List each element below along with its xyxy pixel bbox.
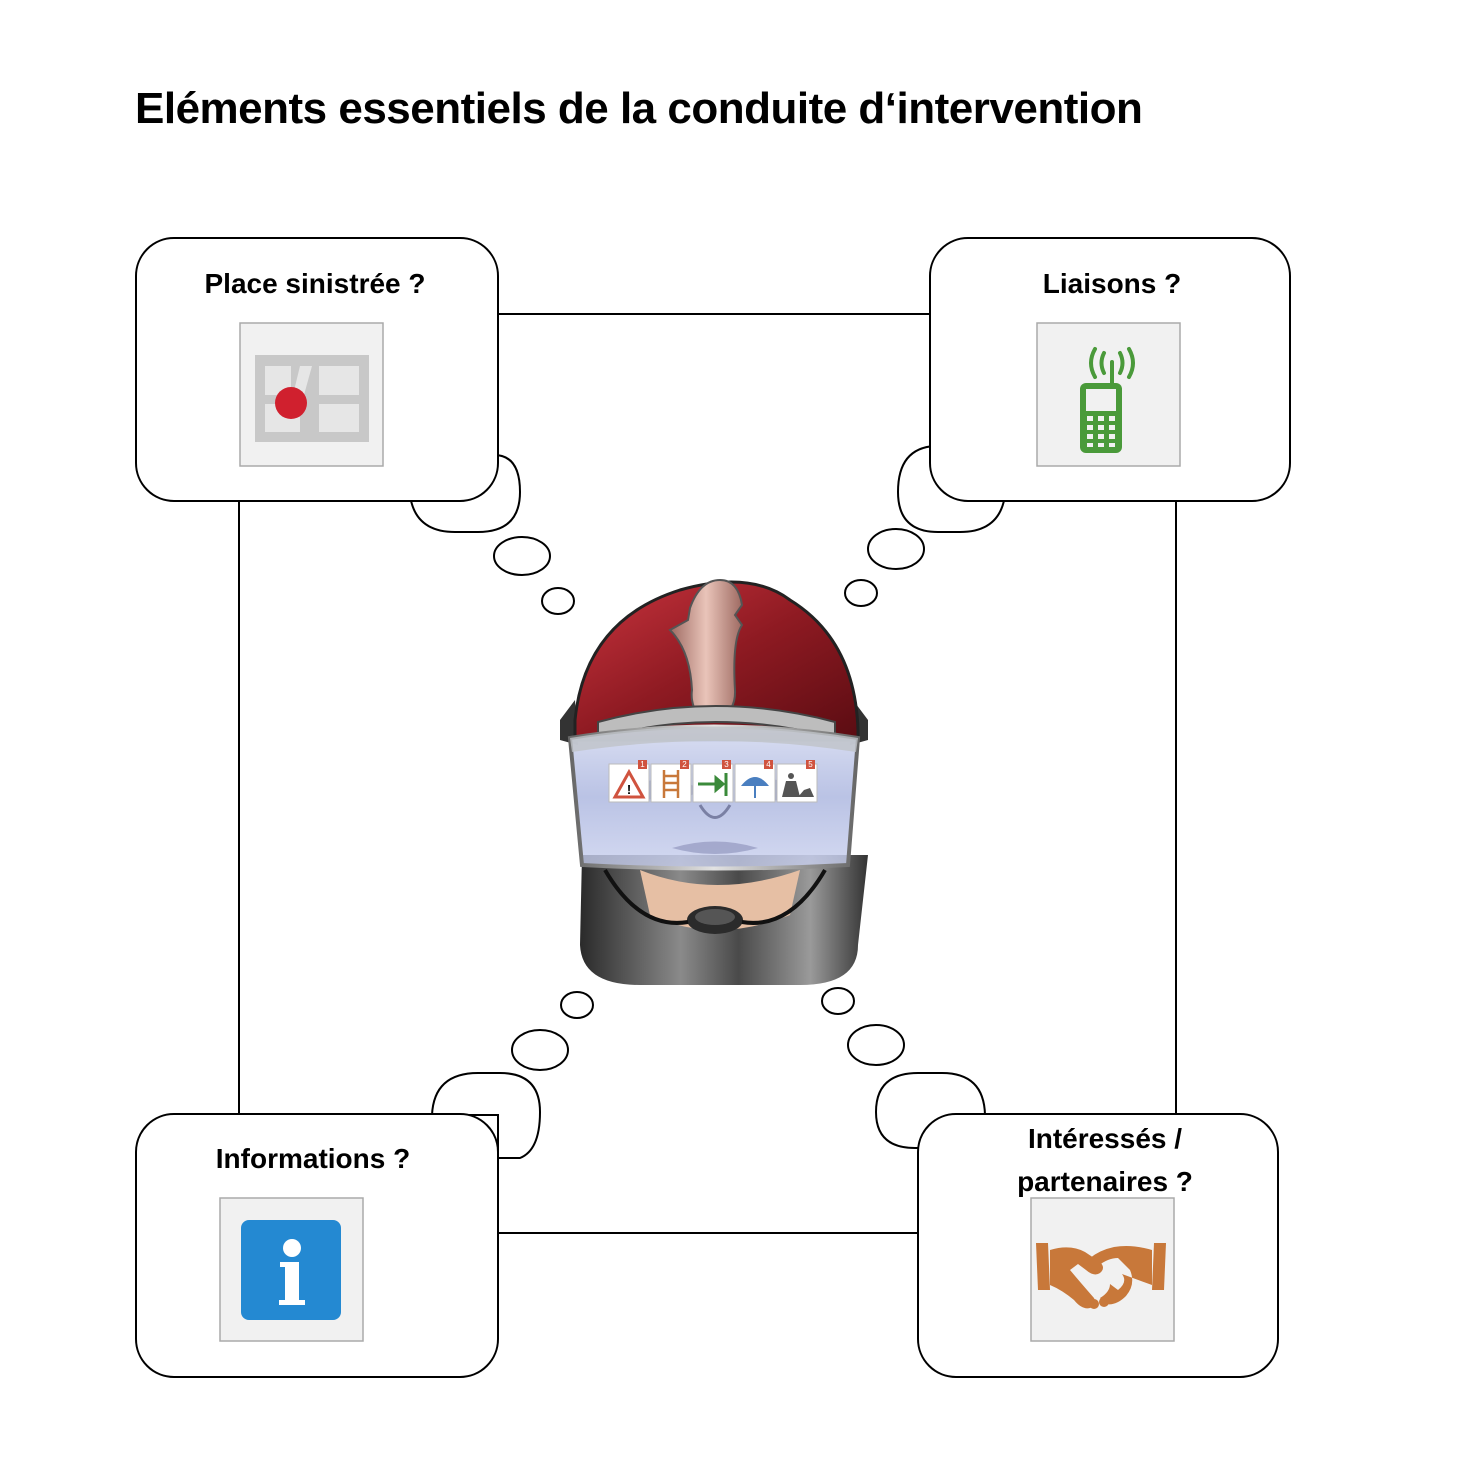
box-label-interesses: Intéressés /: [1028, 1123, 1182, 1154]
firefighter-helmet-icon: 1 2 3 4 5 !: [560, 578, 868, 985]
box-interesses-partenaires: Intéressés / partenaires ?: [917, 1113, 1279, 1378]
handshake-icon: [1030, 1197, 1175, 1342]
box-label-partenaires: partenaires ?: [1017, 1166, 1193, 1197]
box-label-place: Place sinistrée ?: [204, 268, 425, 299]
visor-sign-number: 2: [682, 760, 687, 769]
location-dot: [275, 387, 307, 419]
visor-sign-number: 4: [766, 760, 771, 769]
visor-sign-number: 1: [640, 760, 645, 769]
box-label-informations: Informations ?: [216, 1143, 410, 1174]
box-label-liaisons: Liaisons ?: [1043, 268, 1181, 299]
ladder-icon: [662, 770, 680, 798]
connector-frame: [238, 313, 1177, 1234]
visor-signs: 1 2 3 4 5 !: [608, 760, 818, 803]
box-liaisons: Liaisons ?: [929, 237, 1291, 502]
box-informations: Informations ?: [135, 1113, 499, 1378]
umbrella-icon: [741, 777, 769, 798]
box-place-sinistree: Place sinistrée ?: [135, 237, 499, 502]
page-title: Eléments essentiels de la conduite d‘int…: [135, 84, 1143, 133]
visor-sign-number: 5: [808, 760, 813, 769]
radio-phone-icon: [1036, 322, 1181, 467]
worker-icon: [782, 773, 814, 797]
warning-icon: !: [612, 768, 646, 799]
exit-arrow-icon: [698, 773, 728, 796]
svg-text:!: !: [627, 782, 631, 797]
thought-bubbles: [408, 444, 1007, 1159]
visor-sign-number: 3: [724, 760, 729, 769]
info-icon: [219, 1197, 364, 1342]
map-location-icon: [239, 322, 384, 467]
